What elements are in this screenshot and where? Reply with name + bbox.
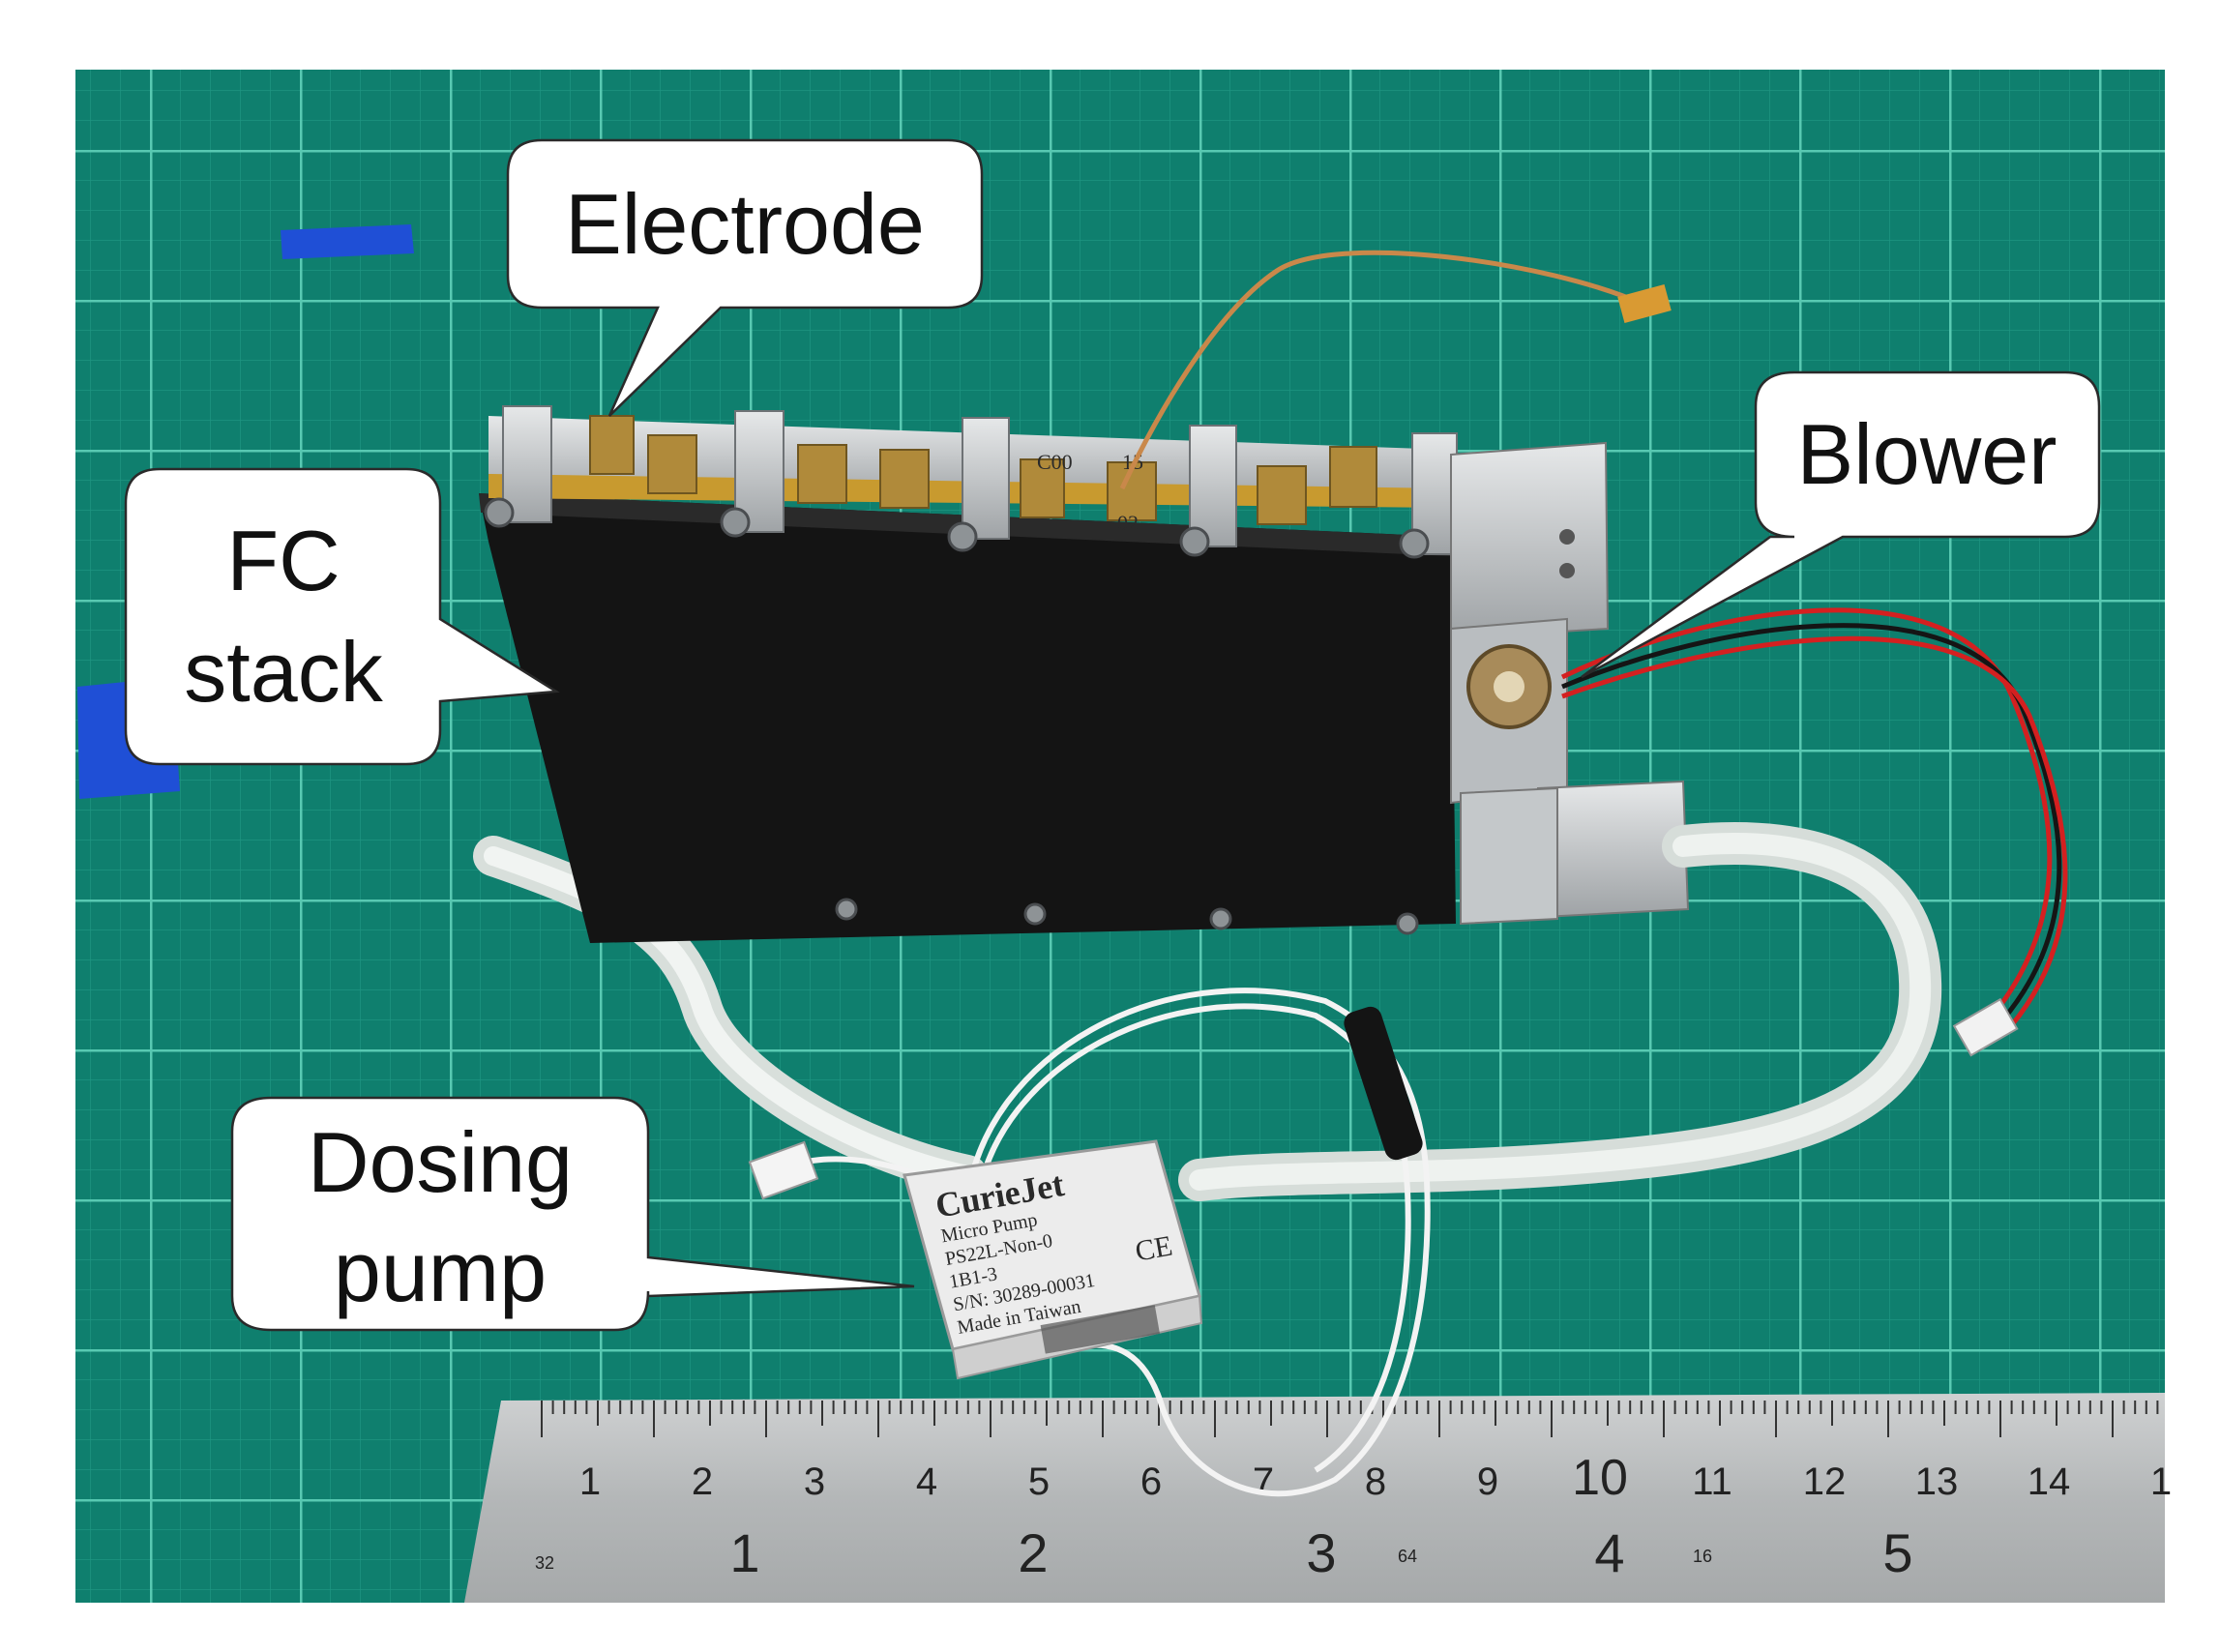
thermocouple-wire: [1119, 250, 1646, 490]
ruler-cm-number: 13: [1915, 1460, 1959, 1503]
cell-mark: 02: [1117, 511, 1139, 535]
ruler-inch-number: 4: [1594, 1522, 1624, 1583]
ruler-inch-numbers: 1 2 3 4 5: [729, 1522, 1912, 1583]
ruler-cm-number: 1: [2150, 1460, 2172, 1503]
blower-connector: [1952, 997, 2019, 1057]
ruler-cm-number: 7: [1253, 1460, 1274, 1503]
ruler-cm-number: 2: [692, 1460, 713, 1503]
blower-wires: [1560, 607, 2068, 1029]
pump-barcode: [1040, 1305, 1160, 1354]
dosing-pump: CurieJet Micro Pump PS22L-Non-0 1B1-3 S/…: [903, 1139, 1203, 1380]
ruler-cm-number: 12: [1803, 1460, 1847, 1503]
ruler-inch-number: 2: [1018, 1522, 1048, 1583]
blower-label: Blower: [1797, 406, 2057, 502]
ruler-cm-number: 9: [1477, 1460, 1498, 1503]
ce-mark: CE: [1133, 1230, 1174, 1268]
cell-mark: C00: [1037, 450, 1073, 474]
callout-fc-stack: FC stack: [124, 467, 560, 766]
ruler-cm-number: 6: [1140, 1460, 1162, 1503]
ruler-cm-number: 1: [579, 1460, 601, 1503]
ruler-inch-number: 3: [1306, 1522, 1336, 1583]
ruler-cm-number: 10: [1572, 1450, 1628, 1506]
silicone-tube-outlet: [1178, 822, 1942, 1201]
ruler-ticks: [541, 1401, 2159, 1437]
callout-dosing-pump: Dosing pump: [230, 1096, 915, 1332]
ruler-cm-number: 11: [1692, 1460, 1732, 1503]
ruler-cm-number: 14: [2028, 1460, 2071, 1503]
dosing-pump-label-line1: Dosing: [308, 1114, 573, 1210]
callout-blower: Blower: [1581, 370, 2101, 679]
ruler-small-mark: 64: [1398, 1547, 1417, 1566]
pump-connector: [748, 1140, 819, 1200]
ruler-cm-number: 8: [1365, 1460, 1386, 1503]
blower-assembly: [1450, 441, 1690, 926]
pump-wire-sleeve: [1344, 1006, 1423, 1161]
callout-electrode: Electrode: [506, 138, 984, 417]
ruler-cm-number: 3: [804, 1460, 825, 1503]
ruler-small-mark: 32: [535, 1553, 554, 1573]
dosing-pump-label-line2: pump: [334, 1224, 547, 1319]
fc-stack-label-line1: FC: [226, 513, 340, 608]
fc-stack: C00 15 02: [479, 405, 1458, 943]
fc-stack-label-line2: stack: [184, 624, 383, 720]
electrode-label: Electrode: [565, 176, 925, 272]
ruler-small-mark: 16: [1693, 1547, 1712, 1566]
ruler-inch-number: 1: [729, 1522, 759, 1583]
ruler-cm-number: 5: [1028, 1460, 1050, 1503]
ruler-inch-number: 5: [1882, 1522, 1912, 1583]
thermocouple-connector: [1617, 284, 1672, 323]
ruler-cm-number: 4: [916, 1460, 937, 1503]
